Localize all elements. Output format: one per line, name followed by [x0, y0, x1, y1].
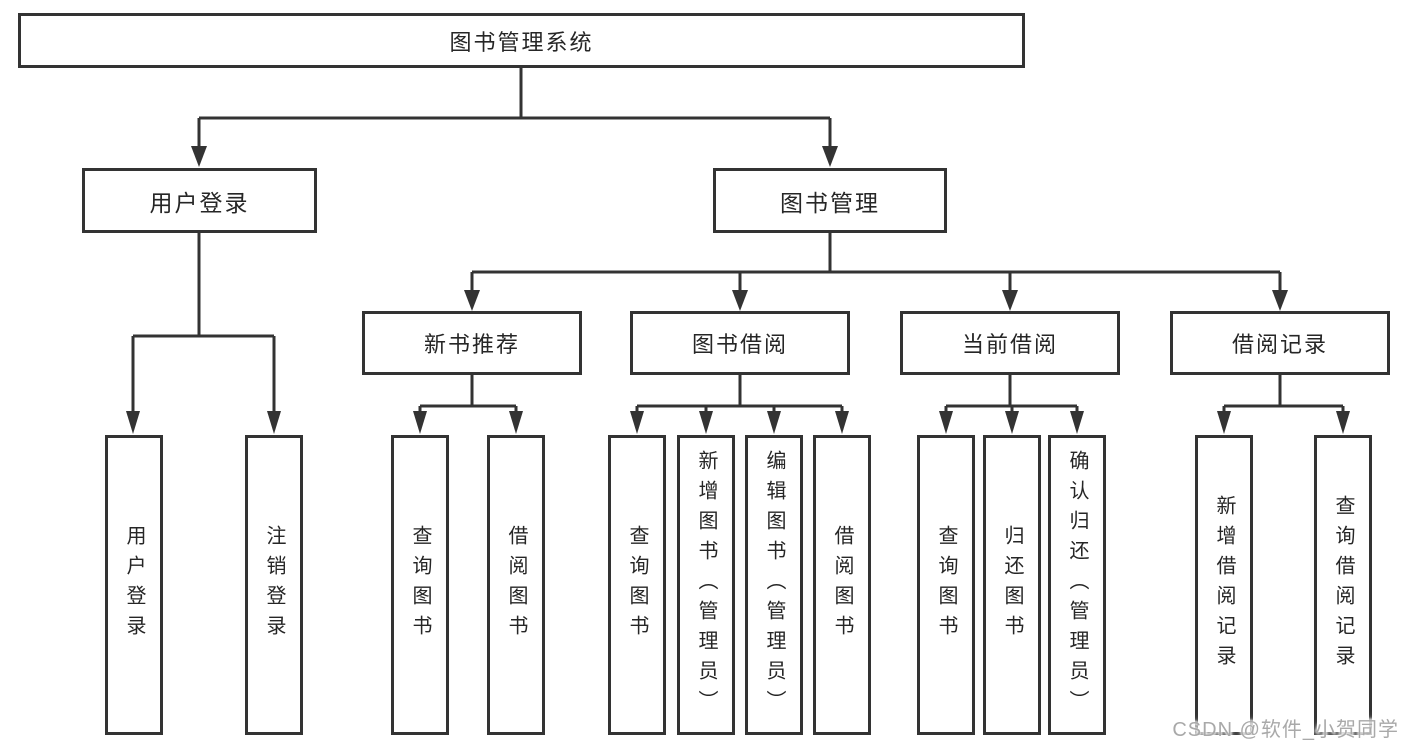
arrowhead-icon [464, 290, 480, 311]
node-borrow-records-label: 借阅记录 [1231, 332, 1328, 357]
arrowhead-icon [1002, 290, 1018, 311]
arrowhead-icon [413, 411, 427, 434]
leaf-query-books-current: 查询图书 [917, 435, 975, 735]
leaf-add-book-admin: 新增图书（管理员） [677, 435, 735, 735]
arrowhead-icon [1336, 411, 1350, 434]
connector-book-borrow [635, 375, 844, 412]
node-borrow-records: 借阅记录 [1170, 311, 1390, 375]
connector-current-borrow [944, 375, 1079, 412]
node-book-management-label: 图书管理 [780, 189, 880, 216]
leaf-query-books-borrow: 查询图书 [608, 435, 666, 735]
leaf-return-books: 归还图书 [983, 435, 1041, 735]
arrowhead-icon [939, 411, 953, 434]
leaf-edit-book-admin-label: 编辑图书（管理员） [763, 450, 785, 720]
leaf-borrow-books-label: 借阅图书 [831, 525, 853, 645]
leaf-user-login-label: 用户登录 [123, 525, 145, 645]
node-root-label: 图书管理系统 [449, 29, 594, 55]
node-current-borrow-label: 当前借阅 [961, 332, 1058, 357]
leaf-logout-label: 注销登录 [263, 525, 285, 645]
arrowhead-icon [1070, 411, 1084, 434]
connector-root [197, 68, 832, 148]
node-book-management: 图书管理 [713, 168, 947, 233]
leaf-query-borrow-record-label: 查询借阅记录 [1332, 495, 1354, 675]
node-book-borrow-label: 图书借阅 [691, 332, 788, 357]
connector-book-management [470, 233, 1282, 292]
arrowhead-icon [509, 411, 523, 434]
node-new-book-recommend-label: 新书推荐 [423, 332, 520, 357]
connector-user-login [131, 233, 276, 412]
arrowhead-icon [699, 411, 713, 434]
node-user-login: 用户登录 [82, 168, 317, 233]
leaf-return-books-label: 归还图书 [1001, 525, 1023, 645]
arrowhead-icon [126, 411, 140, 434]
leaf-query-books-recommend-label: 查询图书 [409, 525, 431, 645]
node-book-borrow: 图书借阅 [630, 311, 850, 375]
leaf-add-book-admin-label: 新增图书（管理员） [695, 450, 717, 720]
arrowhead-icon [732, 290, 748, 311]
leaf-confirm-return-admin: 确认归还（管理员） [1048, 435, 1106, 735]
leaf-user-login: 用户登录 [105, 435, 163, 735]
leaf-query-books-recommend: 查询图书 [391, 435, 449, 735]
leaf-confirm-return-admin-label: 确认归还（管理员） [1066, 450, 1088, 720]
connector-new-book-recommend [418, 375, 518, 412]
arrowhead-icon [1005, 411, 1019, 434]
arrowhead-icon [1272, 290, 1288, 311]
leaf-query-books-borrow-label: 查询图书 [626, 525, 648, 645]
csdn-watermark: CSDN @软件_小贺同学 [1172, 719, 1399, 741]
arrowhead-icon [1217, 411, 1231, 434]
leaf-borrow-books-recommend-label: 借阅图书 [505, 525, 527, 645]
leaf-logout: 注销登录 [245, 435, 303, 735]
node-new-book-recommend: 新书推荐 [362, 311, 582, 375]
leaf-borrow-books: 借阅图书 [813, 435, 871, 735]
leaf-add-borrow-record-label: 新增借阅记录 [1213, 495, 1235, 675]
leaf-edit-book-admin: 编辑图书（管理员） [745, 435, 803, 735]
node-root: 图书管理系统 [18, 13, 1025, 68]
arrowhead-icon [835, 411, 849, 434]
leaf-query-borrow-record: 查询借阅记录 [1314, 435, 1372, 735]
leaf-add-borrow-record: 新增借阅记录 [1195, 435, 1253, 735]
connector-borrow-records [1222, 375, 1345, 412]
leaf-borrow-books-recommend: 借阅图书 [487, 435, 545, 735]
arrowhead-icon [191, 146, 207, 167]
arrowhead-icon [822, 146, 838, 167]
arrowhead-icon [767, 411, 781, 434]
node-current-borrow: 当前借阅 [900, 311, 1120, 375]
arrowhead-icon [630, 411, 644, 434]
arrowhead-icon [267, 411, 281, 434]
node-user-login-label: 用户登录 [149, 189, 250, 216]
leaf-query-books-current-label: 查询图书 [935, 525, 957, 645]
